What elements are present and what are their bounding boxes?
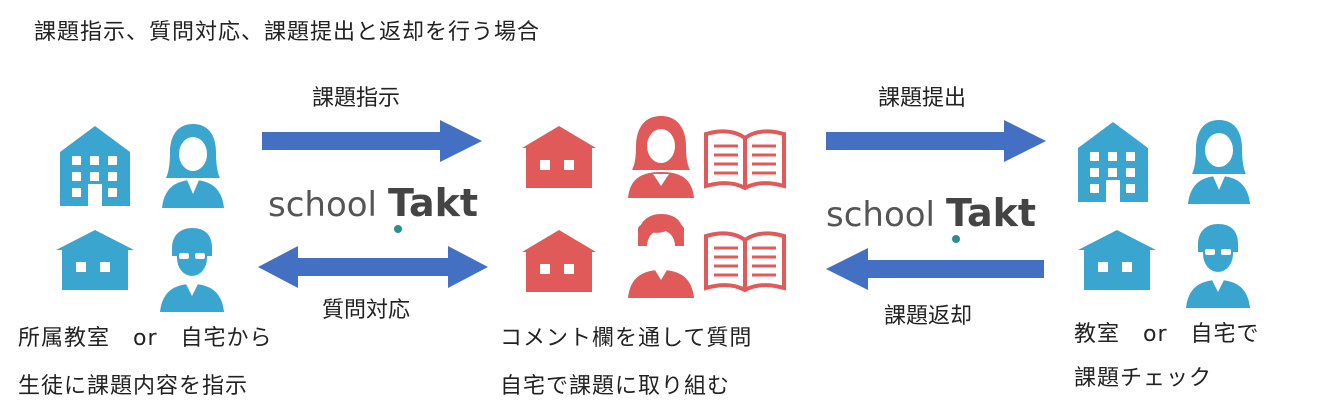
- label-question: 質問対応: [322, 298, 411, 323]
- school-building-icon: [1078, 122, 1148, 202]
- logo-takt-text: Takt: [388, 181, 478, 225]
- female-teacher-icon: [162, 124, 224, 208]
- logo-school-text: school: [826, 195, 935, 235]
- arrow-left-return: [826, 248, 1044, 290]
- logo-drop-icon: [952, 235, 960, 243]
- arrow-both-question: [258, 246, 488, 288]
- school-building-icon: [60, 126, 130, 206]
- female-student-icon: [628, 116, 694, 198]
- logo-school-text: school: [268, 185, 377, 225]
- caption-left-line2: 生徒に課題内容を指示: [18, 374, 249, 399]
- home-icon: [56, 230, 134, 290]
- arrow-right-submit: [826, 120, 1046, 162]
- male-student-icon: [628, 214, 694, 298]
- caption-right-line1: 教室 or 自宅で: [1074, 322, 1260, 347]
- student-home-icon: [522, 126, 596, 188]
- arrow-right-assign: [262, 120, 482, 162]
- home-icon: [1078, 230, 1156, 290]
- female-teacher-icon: [1188, 120, 1250, 204]
- caption-left-line1: 所属教室 or 自宅から: [18, 326, 273, 351]
- label-submit: 課題提出: [878, 86, 967, 111]
- open-book-icon: [704, 129, 786, 191]
- male-teacher-icon: [160, 228, 224, 312]
- caption-center-line2: 自宅で課題に取り組む: [500, 374, 731, 399]
- label-assign: 課題指示: [312, 86, 401, 111]
- logo-schooltakt-left: school Takt: [268, 176, 478, 236]
- caption-center-line1: コメント欄を通して質問: [500, 326, 753, 351]
- logo-drop-icon: [394, 225, 402, 233]
- open-book-icon: [704, 231, 786, 293]
- label-return: 課題返却: [884, 304, 973, 329]
- student-home-icon: [522, 230, 596, 292]
- logo-schooltakt-right: school Takt: [826, 186, 1036, 246]
- male-teacher-icon: [1186, 224, 1250, 308]
- logo-takt-text: Takt: [946, 191, 1036, 235]
- diagram-title: 課題指示、質問対応、課題提出と返却を行う場合: [34, 20, 541, 45]
- caption-right-line2: 課題チェック: [1074, 366, 1213, 391]
